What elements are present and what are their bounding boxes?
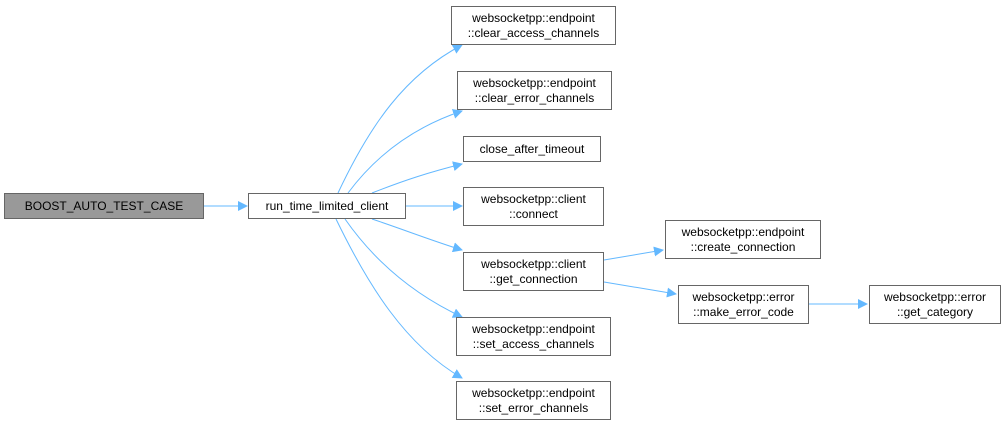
node-label-line2: ::make_error_code bbox=[693, 304, 794, 319]
edge-get-connection-to-create bbox=[603, 246, 664, 261]
node-label: close_after_timeout bbox=[479, 141, 585, 156]
node-label-line1: websocketpp::client bbox=[481, 191, 586, 206]
node-label-line2: ::get_category bbox=[896, 304, 974, 319]
node-label-line2: ::set_error_channels bbox=[478, 400, 589, 415]
node-label-line2: ::get_connection bbox=[489, 271, 578, 286]
node-label-line1: websocketpp::error bbox=[883, 289, 987, 304]
edge-run-to-set-error bbox=[335, 218, 463, 379]
node-label-line2: ::create_connection bbox=[690, 239, 796, 254]
node-label-line2: ::clear_error_channels bbox=[474, 90, 595, 105]
node-client-get-connection[interactable]: websocketpp::client ::get_connection bbox=[463, 252, 604, 291]
node-label-line2: ::connect bbox=[509, 206, 558, 221]
node-label-line1: websocketpp::endpoint bbox=[472, 385, 595, 400]
node-label: run_time_limited_client bbox=[265, 198, 389, 213]
node-label-line1: websocketpp::client bbox=[481, 256, 586, 271]
node-make-error-code[interactable]: websocketpp::error ::make_error_code bbox=[678, 285, 809, 324]
node-clear-access-channels[interactable]: websocketpp::endpoint ::clear_access_cha… bbox=[451, 6, 616, 45]
edge-run-to-close-after-timeout bbox=[371, 161, 463, 194]
node-boost-auto-test-case: BOOST_AUTO_TEST_CASE bbox=[4, 193, 204, 219]
node-clear-error-channels[interactable]: websocketpp::endpoint ::clear_error_chan… bbox=[457, 71, 612, 110]
node-label-line1: websocketpp::endpoint bbox=[472, 321, 595, 336]
edge-run-to-get-connection bbox=[371, 218, 463, 253]
node-label-line1: websocketpp::endpoint bbox=[473, 75, 596, 90]
edge-get-connection-to-make-error bbox=[603, 281, 677, 298]
node-create-connection[interactable]: websocketpp::endpoint ::create_connectio… bbox=[665, 220, 821, 259]
node-label-line1: websocketpp::endpoint bbox=[681, 224, 805, 239]
node-get-category[interactable]: websocketpp::error ::get_category bbox=[869, 285, 1001, 324]
node-label-line1: websocketpp::endpoint bbox=[472, 10, 595, 25]
node-set-error-channels[interactable]: websocketpp::endpoint ::set_error_channe… bbox=[456, 381, 611, 420]
node-label: BOOST_AUTO_TEST_CASE bbox=[24, 198, 184, 213]
node-close-after-timeout[interactable]: close_after_timeout bbox=[463, 136, 601, 162]
edge-run-to-clear-access bbox=[337, 44, 463, 194]
node-client-connect[interactable]: websocketpp::client ::connect bbox=[463, 187, 604, 226]
edge-run-to-set-access bbox=[344, 218, 463, 318]
node-set-access-channels[interactable]: websocketpp::endpoint ::set_access_chann… bbox=[456, 317, 611, 356]
edge-run-to-clear-error bbox=[347, 109, 463, 194]
node-label-line2: ::clear_access_channels bbox=[467, 25, 600, 40]
node-label-line1: websocketpp::error bbox=[692, 289, 795, 304]
node-run-time-limited-client[interactable]: run_time_limited_client bbox=[248, 193, 406, 219]
node-label-line2: ::set_access_channels bbox=[472, 336, 595, 351]
